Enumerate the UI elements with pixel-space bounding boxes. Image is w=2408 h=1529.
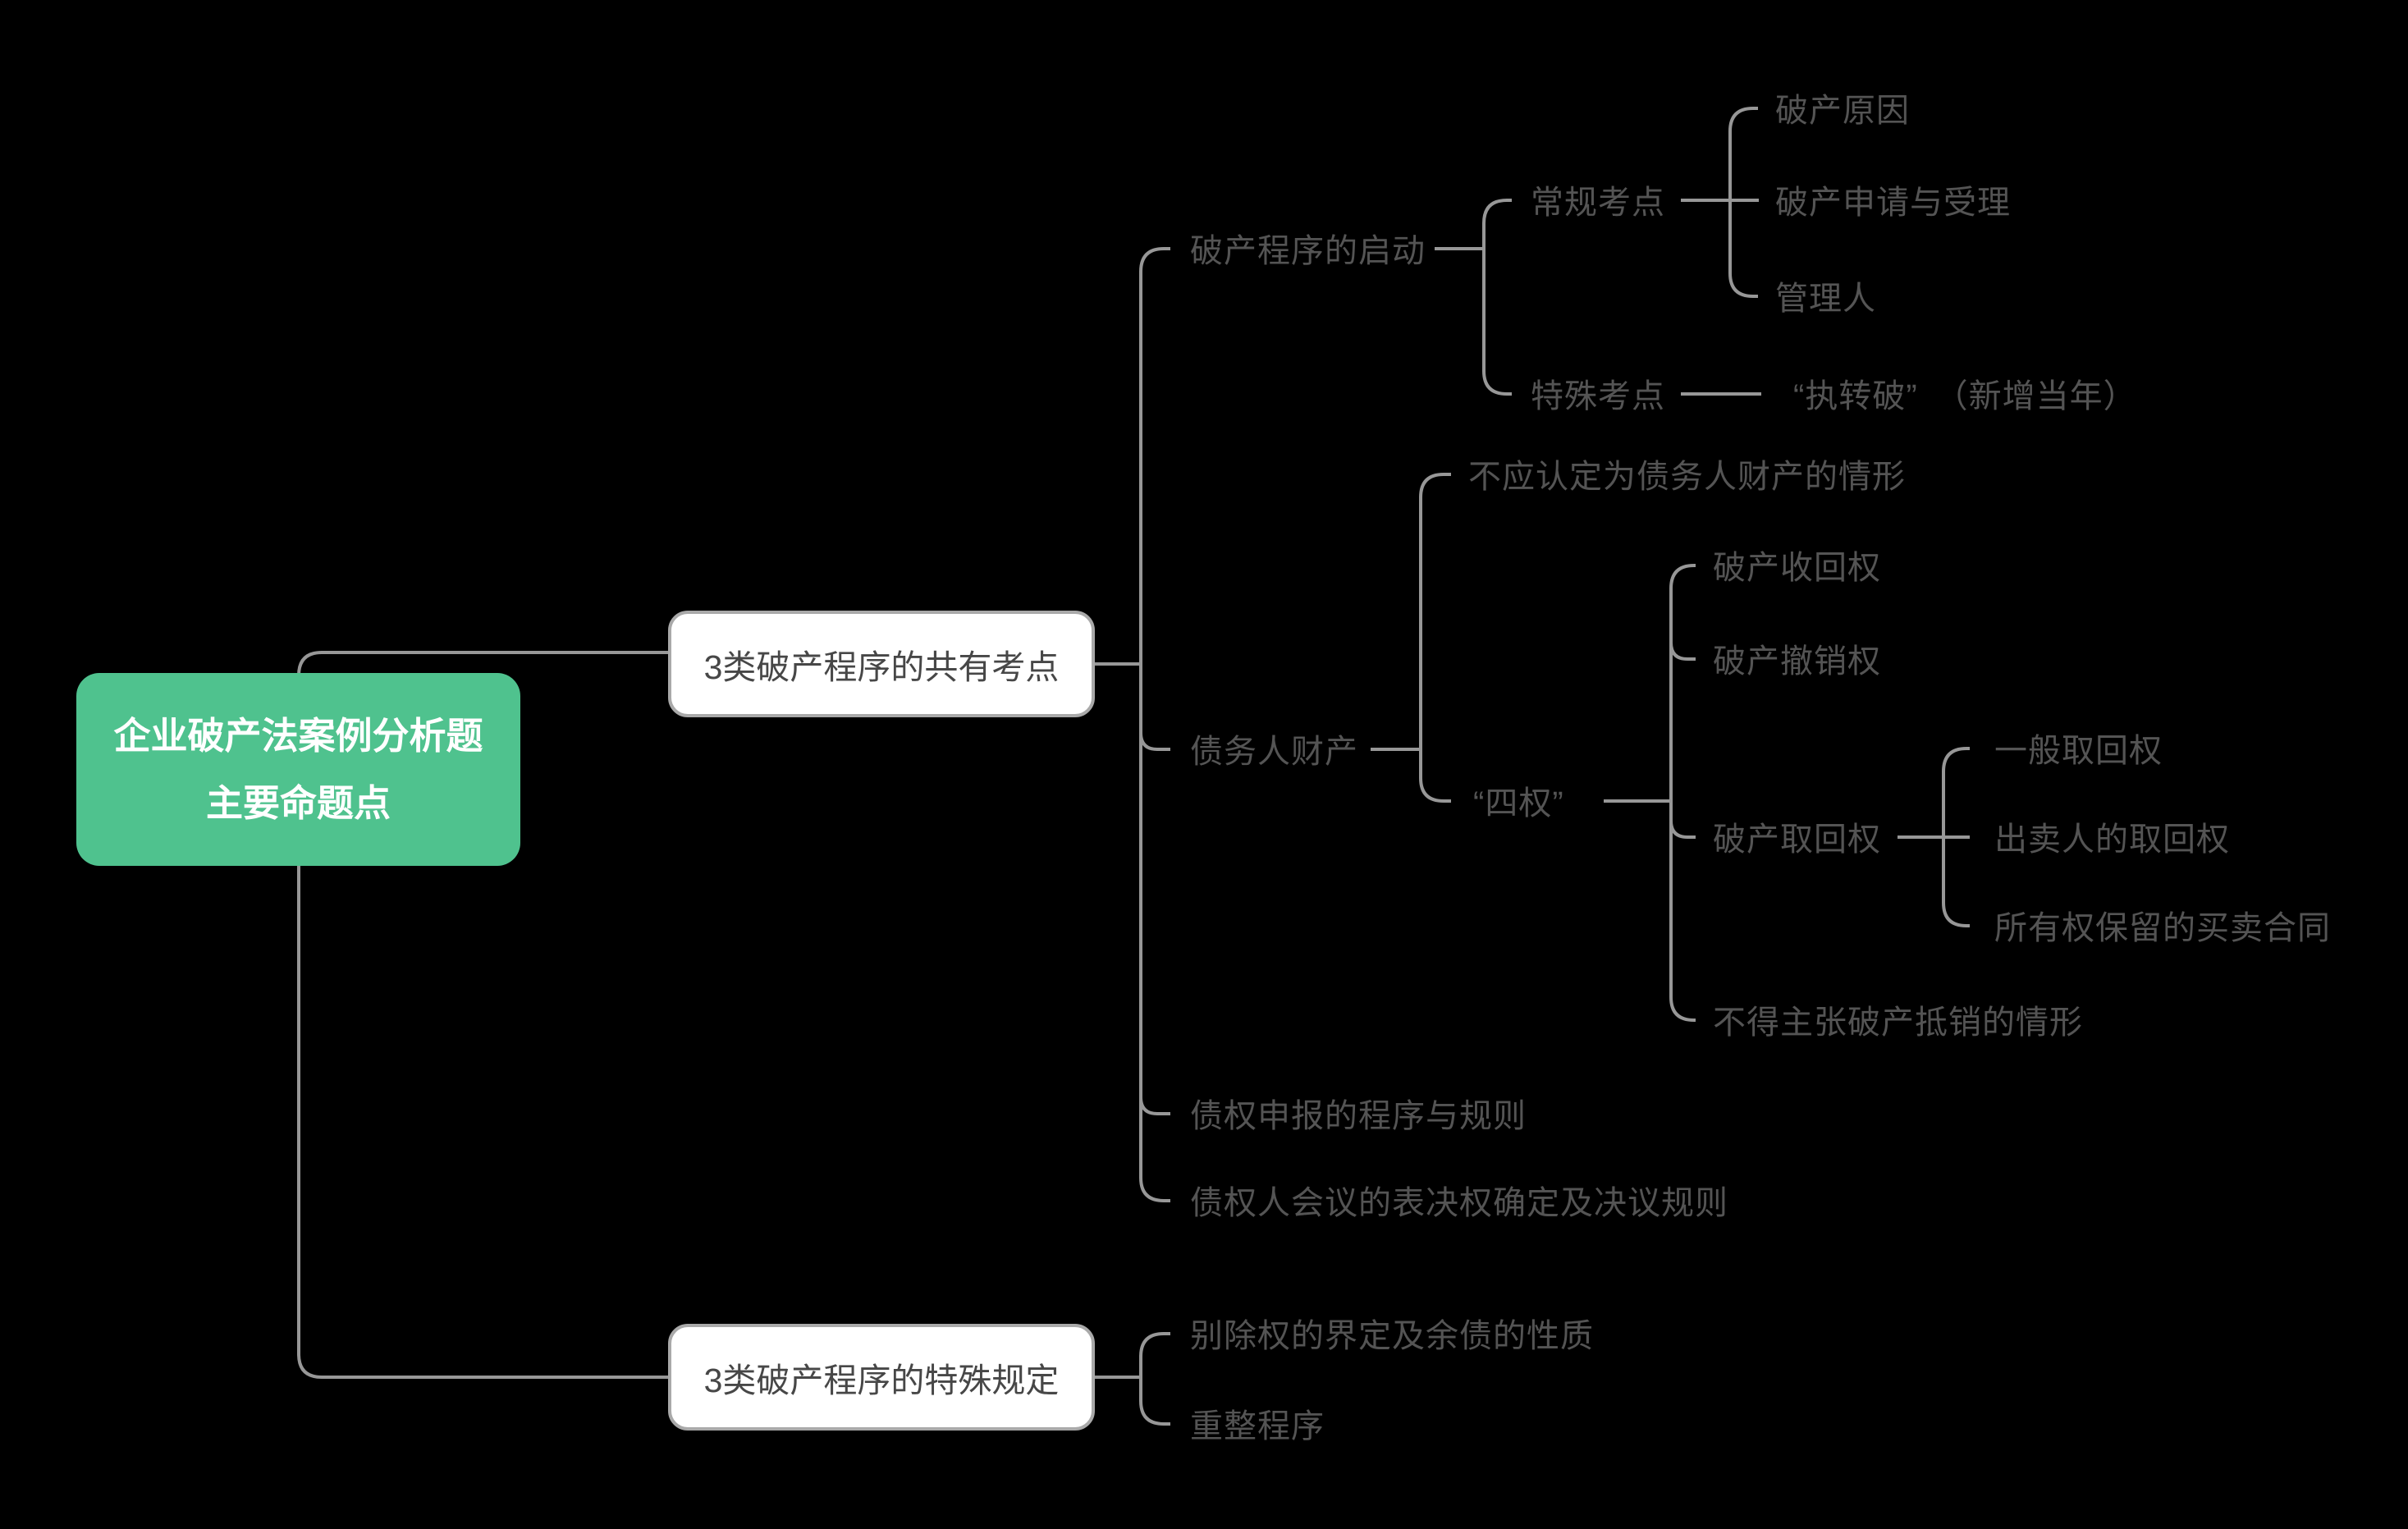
connector-tap-zhaiwuren xyxy=(1139,732,1170,751)
topic-four-rights[interactable]: “四权” xyxy=(1473,785,1564,822)
topic-bankruptcy-cause[interactable]: 破产原因 xyxy=(1775,92,1910,129)
topic-regular-points[interactable]: 常规考点 xyxy=(1531,184,1665,221)
topic-reclamation-right[interactable]: 破产取回权 xyxy=(1713,821,1881,858)
connector-special-bracket xyxy=(1139,1332,1170,1426)
connector-zhaiwuren-bracket xyxy=(1419,473,1451,803)
topic-general-reclamation[interactable]: 一般取回权 xyxy=(1994,732,2163,769)
root-topic-title-line1: 企业破产法案例分析题 xyxy=(113,714,483,757)
topic-special-points[interactable]: 特殊考点 xyxy=(1531,378,1665,414)
topic-special-rules[interactable]: 3类破产程序的特殊规定 xyxy=(668,1324,1095,1431)
topic-creditors-meeting-rules[interactable]: 债权人会议的表决权确定及决议规则 xyxy=(1190,1184,1728,1221)
connector-root-trunk xyxy=(297,651,668,1379)
root-topic[interactable]: 企业破产法案例分析题 主要命题点 xyxy=(76,673,520,866)
topic-common-points-label: 3类破产程序的共有考点 xyxy=(703,648,1060,686)
connector-tap-quhui xyxy=(1669,820,1696,839)
topic-claim-declaration-rules[interactable]: 债权申报的程序与规则 xyxy=(1190,1097,1527,1134)
topic-bankruptcy-procedure-start[interactable]: 破产程序的启动 xyxy=(1190,232,1426,269)
connector-tap-chexiao xyxy=(1669,642,1696,661)
topic-no-setoff-situations[interactable]: 不得主张破产抵销的情形 xyxy=(1713,1004,2083,1041)
connector-qidong-bracket xyxy=(1482,199,1512,396)
topic-special-rules-label: 3类破产程序的特殊规定 xyxy=(703,1362,1060,1399)
topic-application-acceptance[interactable]: 破产申请与受理 xyxy=(1775,184,2011,221)
topic-common-points[interactable]: 3类破产程序的共有考点 xyxy=(668,611,1095,717)
topic-recovery-right[interactable]: 破产收回权 xyxy=(1713,549,1881,586)
topic-not-debtor-property[interactable]: 不应认定为债务人财产的情形 xyxy=(1468,458,1906,495)
topic-exclusion-right-residual-debt[interactable]: 别除权的界定及余债的性质 xyxy=(1190,1317,1594,1354)
topic-debtor-property[interactable]: 债务人财产 xyxy=(1190,733,1358,770)
topic-ownership-retention-contract[interactable]: 所有权保留的买卖合同 xyxy=(1994,909,2331,946)
connector-siquan-bracket xyxy=(1669,564,1696,1022)
connector-quhui-bracket xyxy=(1942,747,1970,927)
root-topic-title-line2: 主要命题点 xyxy=(205,781,391,824)
topic-seller-reclamation[interactable]: 出卖人的取回权 xyxy=(1994,821,2230,858)
topic-enforcement-to-bankruptcy[interactable]: “执转破” （新增当年） xyxy=(1793,378,2137,414)
connector-changgui-bracket xyxy=(1728,107,1758,298)
topic-reorganization-procedure[interactable]: 重整程序 xyxy=(1190,1408,1325,1444)
topic-administrator[interactable]: 管理人 xyxy=(1775,280,1876,317)
connector-common-bracket xyxy=(1139,247,1170,1202)
connector-tap-shenbao xyxy=(1139,1096,1170,1115)
topic-revocation-right[interactable]: 破产撤销权 xyxy=(1713,643,1881,680)
